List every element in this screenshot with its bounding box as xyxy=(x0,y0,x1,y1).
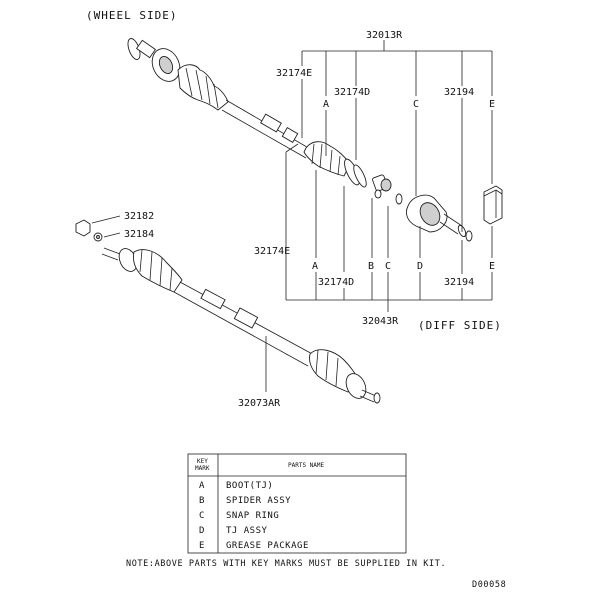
table-row-key: E xyxy=(199,541,205,551)
leader-lines xyxy=(91,40,493,392)
label-32043R: 32043R xyxy=(362,316,399,327)
key-bottom-e: E xyxy=(489,261,495,272)
label-32174D-bottom: 32174D xyxy=(318,277,354,288)
key-bottom-b: B xyxy=(368,261,374,272)
key-top-c: C xyxy=(413,99,419,110)
label-32174D-top: 32174D xyxy=(334,87,370,98)
table-row-key: A xyxy=(199,481,205,491)
key-bottom-c: C xyxy=(385,261,391,272)
kit-note: NOTE:ABOVE PARTS WITH KEY MARKS MUST BE … xyxy=(126,559,446,569)
wheel-side-label: (WHEEL SIDE) xyxy=(86,9,177,22)
diff-side-label: (DIFF SIDE) xyxy=(418,319,502,332)
upper-drive-shaft xyxy=(127,38,503,242)
table-row-key: C xyxy=(199,511,205,521)
table-row-key: D xyxy=(199,526,205,536)
label-32194-bottom: 32194 xyxy=(444,277,474,288)
table-header-key-line1: KEY xyxy=(197,458,208,465)
parts-table: KEY MARK PARTS NAME A BOOT(TJ) B SPIDER … xyxy=(187,453,407,554)
label-32073AR: 32073AR xyxy=(238,398,281,409)
label-32013R: 32013R xyxy=(366,30,403,41)
key-top-a: A xyxy=(323,99,329,110)
lower-drive-shaft xyxy=(75,219,381,404)
label-32182: 32182 xyxy=(124,211,154,222)
table-row-name: SNAP RING xyxy=(226,511,279,521)
label-32184: 32184 xyxy=(124,229,154,240)
key-bottom-d: D xyxy=(417,261,423,272)
key-bottom-a: A xyxy=(312,261,318,272)
key-top-e: E xyxy=(489,99,495,110)
table-header-parts-name: PARTS NAME xyxy=(288,462,325,469)
table-row-name: SPIDER ASSY xyxy=(226,496,291,506)
table-row-key: B xyxy=(199,496,205,506)
table-row-name: BOOT(TJ) xyxy=(226,481,273,491)
label-32194-top: 32194 xyxy=(444,87,474,98)
table-row-name: TJ ASSY xyxy=(226,526,268,536)
table-header-key-line2: MARK xyxy=(195,465,210,472)
label-32174E-bottom: 32174E xyxy=(254,246,290,257)
label-32174E-top: 32174E xyxy=(276,68,312,79)
table-row-name: GREASE PACKAGE xyxy=(226,541,309,551)
diagram-code: D00058 xyxy=(472,580,506,590)
